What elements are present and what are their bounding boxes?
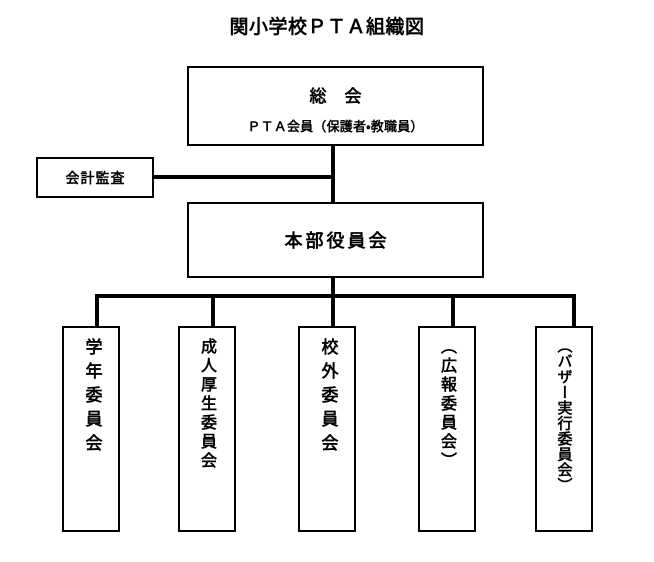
node-committee-off-campus-label: 校外委員会: [317, 338, 338, 458]
node-headquarters: 本部役員会: [187, 202, 484, 278]
node-headquarters-label: 本部役員会: [284, 231, 390, 252]
node-committee-adult-welfare-label: 成人厚生委員会: [198, 338, 217, 471]
node-audit-label: 会計監査: [65, 170, 126, 187]
node-committee-bazaar-executive-label: （バザー実行委員会）: [555, 338, 574, 493]
page-title: 関小学校ＰＴＡ組織図: [229, 16, 425, 38]
node-general-assembly-sublabel: ＰＴＡ会員（保護者・教職員）: [247, 119, 424, 135]
node-committee-grade-level: 学年委員会: [62, 326, 120, 532]
node-committee-bazaar-executive: （バザー実行委員会）: [535, 326, 593, 532]
node-audit: 会計監査: [36, 157, 154, 198]
node-general-assembly-label: 総 会: [309, 86, 368, 107]
node-committee-public-relations-label: （広報委員会）: [438, 338, 457, 471]
node-committee-adult-welfare: 成人厚生委員会: [178, 326, 236, 532]
node-committee-off-campus: 校外委員会: [298, 326, 356, 532]
node-general-assembly: 総 会 ＰＴＡ会員（保護者・教職員）: [187, 66, 484, 146]
node-committee-public-relations: （広報委員会）: [418, 326, 476, 532]
node-committee-grade-level-label: 学年委員会: [81, 338, 102, 458]
